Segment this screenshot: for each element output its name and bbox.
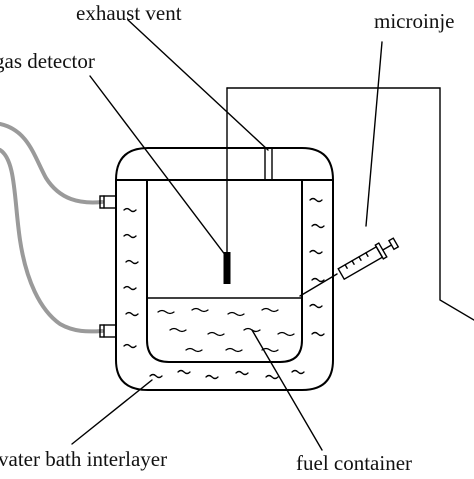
hose-upper	[0, 122, 104, 205]
label-microinjector: microinje	[374, 9, 454, 33]
syringe-flange	[374, 242, 388, 260]
hose-lower	[0, 148, 104, 334]
gas-detector-sensor	[223, 252, 231, 284]
microinjector-leader	[365, 41, 383, 227]
syringe-thumb	[387, 237, 400, 251]
label-water-bath-interlayer: vater bath interlayer	[0, 447, 167, 471]
fuel-container	[146, 179, 303, 363]
water-bath-leader	[71, 379, 153, 445]
syringe-plunger	[382, 244, 393, 251]
syringe-barrel	[337, 245, 384, 281]
water-bath-waves	[123, 197, 325, 380]
fuel-container-leader	[251, 329, 323, 451]
detector-lead-line	[226, 87, 474, 321]
label-gas-detector: gas detector	[0, 49, 95, 73]
exhaust-vent-leader	[127, 19, 269, 151]
syringe-needle	[299, 273, 338, 297]
microinjector-syringe	[299, 41, 400, 297]
gas-detector-leader	[89, 75, 227, 257]
outer-vessel	[115, 147, 334, 391]
fuel-liquid-waves	[157, 307, 295, 353]
label-fuel-container: fuel container	[296, 451, 412, 474]
